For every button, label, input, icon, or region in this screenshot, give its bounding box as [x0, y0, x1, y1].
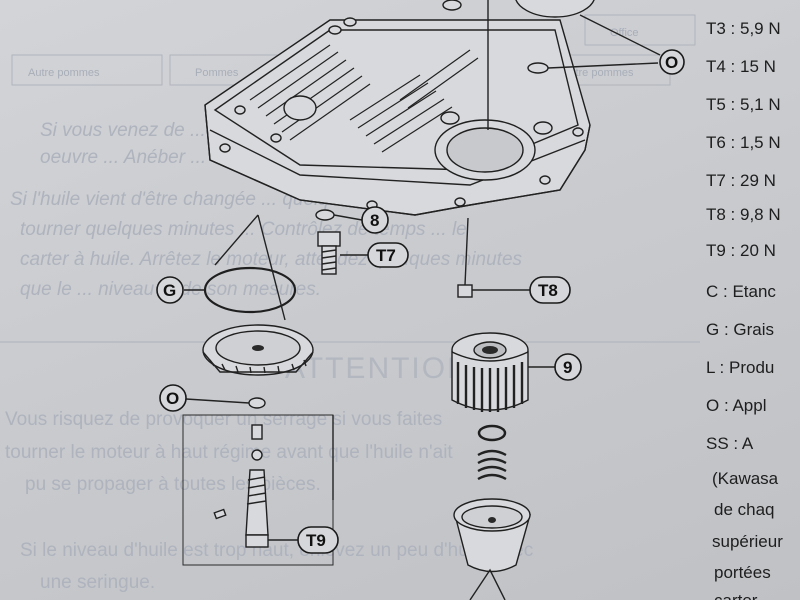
callout-9-label: 9 [563, 358, 572, 377]
legend-item: T4 : 15 N [706, 57, 776, 76]
legend-item: O : Appl [706, 396, 766, 415]
ghost-box-top-right [584, 14, 696, 46]
ghost-box-left [11, 54, 163, 86]
legend-item: SS : A [706, 434, 754, 453]
callout-t7-label: T7 [376, 246, 396, 265]
filter-cup [453, 498, 531, 573]
legend-item: C : Etanc [706, 282, 776, 301]
ghost-attention: ATTENTION [285, 352, 471, 385]
ghost-line: Si le niveau d'huile est trop haut, enle… [20, 540, 533, 561]
ghost-line: tourner le moteur à haut régime avant qu… [5, 442, 453, 463]
callout-t9: T9 [297, 526, 339, 554]
legend-item: T5 : 5,1 N [706, 95, 781, 114]
callout-g-label: G [163, 281, 176, 300]
oil-screen [202, 324, 314, 376]
ghost-line: pu se propager à toutes les pièces. [25, 474, 321, 495]
ghost-line: tourner quelques minutes ... Contrôlez d… [20, 219, 467, 240]
legend-item: de chaq [714, 500, 775, 519]
callout-8: 8 [361, 206, 389, 234]
ghost-box-right-text: Autre pommes [562, 67, 634, 79]
callout-t8: T8 [529, 276, 571, 304]
legend-item: T6 : 1,5 N [706, 133, 781, 152]
ghost-line: Vous risquez de provoquer un serrage si … [5, 409, 442, 430]
legend-item: T8 : 9,8 N [706, 205, 781, 224]
oil-filter [451, 332, 529, 412]
callout-g: G [156, 276, 184, 304]
legend-item: T9 : 20 N [706, 241, 776, 260]
callout-o-left-label: O [166, 389, 179, 408]
legend-item: portées [714, 563, 771, 582]
legend-item: T3 : 5,9 N [706, 19, 781, 38]
callout-t7: T7 [367, 242, 409, 268]
ghost-box-top-right-text: Office [610, 27, 639, 39]
legend-item: carter [714, 591, 758, 600]
legend-item: L : Produ [706, 358, 774, 377]
callout-o-left: O [159, 384, 187, 412]
torque-legend: T3 : 5,9 N T4 : 15 N T5 : 5,1 N T6 : 1,5… [706, 19, 783, 600]
callout-o-top: O [659, 49, 685, 75]
ghost-line: oeuvre ... Anéber ... [40, 147, 206, 168]
ghost-line: une seringue. [40, 572, 155, 593]
pan-bolt [457, 217, 473, 298]
drain-plug [317, 231, 341, 275]
callout-9: 9 [554, 353, 582, 381]
callout-o-top-label: O [665, 53, 678, 72]
legend-item: G : Grais [706, 320, 774, 339]
callout-8-label: 8 [370, 211, 379, 230]
oil-pan [204, 17, 591, 216]
ghost-box-mid-text: Pommes [195, 67, 239, 79]
legend-item: supérieur [712, 532, 783, 551]
callout-t9-label: T9 [306, 531, 326, 550]
filter-spring [477, 449, 507, 481]
legend-item: (Kawasa [712, 469, 779, 488]
ghost-box-left-text: Autre pommes [28, 67, 100, 79]
callout-t8-label: T8 [538, 281, 558, 300]
legend-item: T7 : 29 N [706, 171, 776, 190]
relief-valve [213, 424, 269, 548]
